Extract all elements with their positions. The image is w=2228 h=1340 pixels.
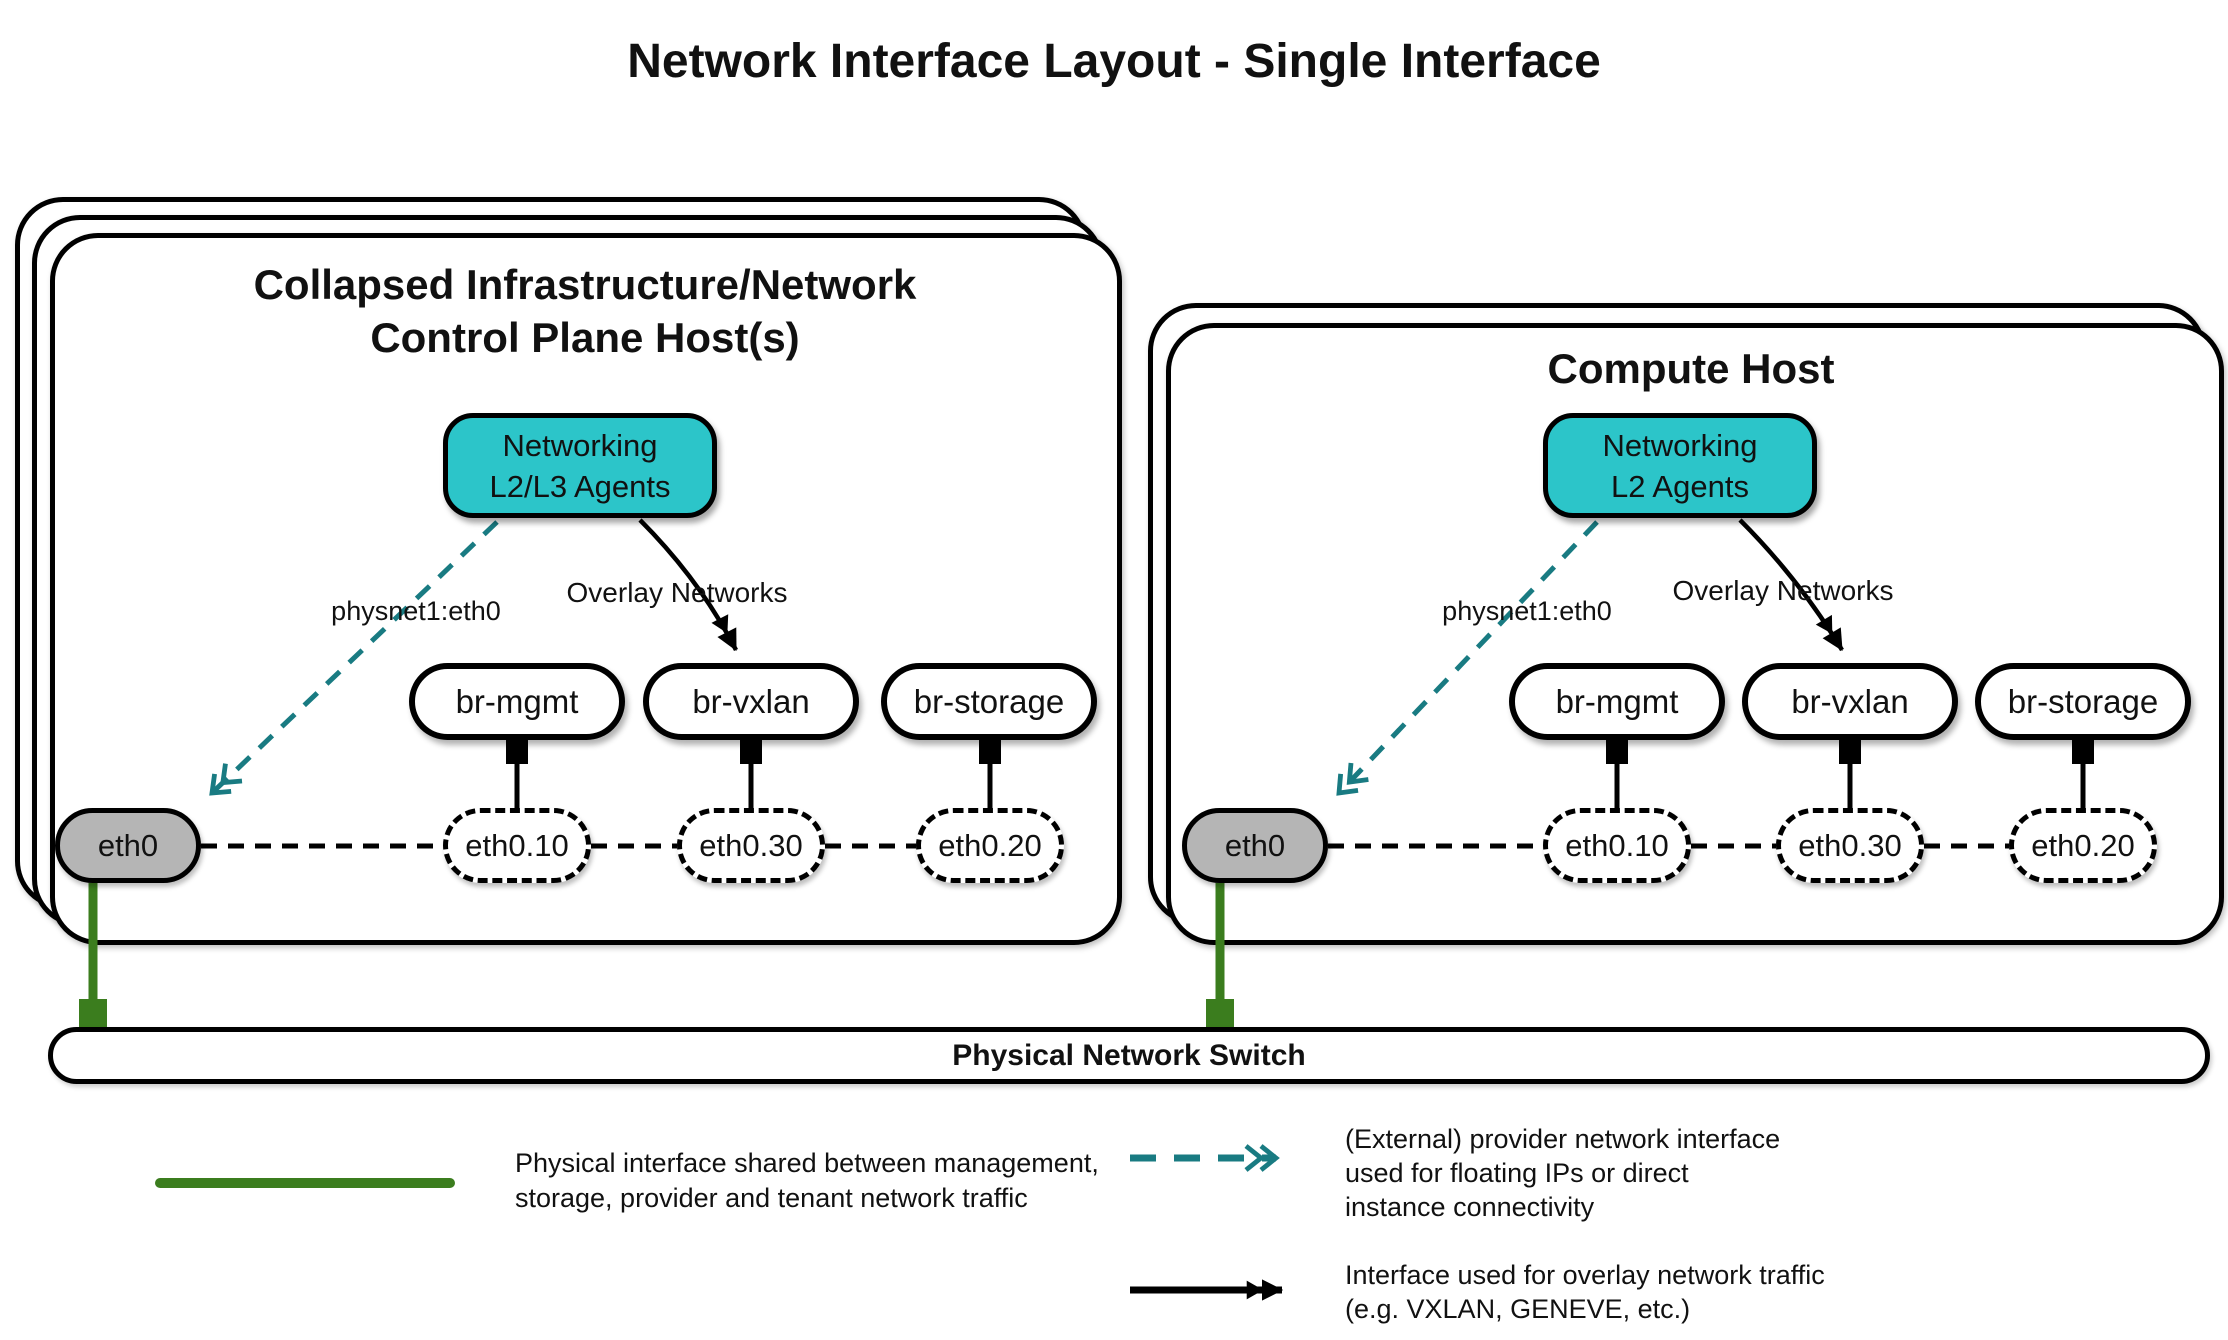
interface-node-eth0-30-left: eth0.30 (677, 808, 825, 883)
bridge-node-br-mgmt-right: br-mgmt (1509, 663, 1725, 740)
agent-label-line2: L2/L3 Agents (489, 468, 671, 504)
physical-uplinks (79, 883, 1234, 1027)
interface-node-eth0-30-right: eth0.30 (1776, 808, 1924, 883)
legend-overlay-line1: Interface used for overlay network traff… (1345, 1260, 1825, 1290)
compute-host-title-line1: Compute Host (1547, 345, 1835, 392)
compute-host-title: Compute Host (1266, 342, 2116, 395)
control-plane-host-title-line2: Control Plane Host(s) (370, 314, 800, 361)
agent-label-line2: L2 Agents (1611, 468, 1749, 504)
provider-arrow-label-right: physnet1:eth0 (1442, 596, 1612, 626)
provider-arrow-label-left: physnet1:eth0 (331, 596, 501, 626)
networking-agents-node-right: Networking L2 Agents (1543, 413, 1817, 518)
control-plane-host-title: Collapsed Infrastructure/Network Control… (120, 258, 1050, 364)
overlay-arrow-label-right: Overlay Networks (1672, 575, 1894, 606)
provider-arrow-right (1336, 520, 1599, 796)
overlay-arrow-left (638, 518, 739, 652)
legend-physical-text: Physical interface shared between manage… (515, 1146, 1099, 1216)
interface-node-eth0-10-left: eth0.10 (443, 808, 591, 883)
bridge-node-br-storage-left: br-storage (881, 663, 1097, 740)
legend-provider-line2: used for floating IPs or direct (1345, 1158, 1689, 1188)
interface-node-eth0-10-right: eth0.10 (1543, 808, 1691, 883)
legend-physical-line2: storage, provider and tenant network tra… (515, 1183, 1028, 1213)
interface-node-eth0-20-right: eth0.20 (2009, 808, 2157, 883)
legend-provider-line1: (External) provider network interface (1345, 1124, 1781, 1154)
interface-node-eth0-20-left: eth0.20 (916, 808, 1064, 883)
bridge-node-br-mgmt-left: br-mgmt (409, 663, 625, 740)
physical-network-switch-label: Physical Network Switch (952, 1038, 1306, 1072)
bridge-node-br-storage-right: br-storage (1975, 663, 2191, 740)
control-plane-host-title-line1: Collapsed Infrastructure/Network (253, 261, 917, 308)
physical-network-switch: Physical Network Switch (48, 1027, 2210, 1084)
legend-overlay-text: Interface used for overlay network traff… (1345, 1258, 1825, 1326)
interface-node-eth0-left: eth0 (55, 808, 201, 883)
agent-label-line1: Networking (1602, 427, 1758, 463)
bridge-node-br-vxlan-left: br-vxlan (643, 663, 859, 740)
overlay-arrow-label-left: Overlay Networks (566, 577, 788, 608)
overlay-arrow-right (1738, 518, 1844, 652)
bridge-node-br-vxlan-right: br-vxlan (1742, 663, 1958, 740)
networking-agents-node-left: Networking L2/L3 Agents (443, 413, 717, 518)
bridge-port-links (506, 740, 2094, 812)
legend-provider-line3: instance connectivity (1345, 1192, 1595, 1222)
page-title: Network Interface Layout - Single Interf… (627, 35, 1601, 88)
provider-arrow-left (209, 520, 499, 796)
agent-label-line1: Networking (502, 427, 658, 463)
interface-node-eth0-right: eth0 (1182, 808, 1328, 883)
legend-physical-line1: Physical interface shared between manage… (515, 1148, 1099, 1178)
legend-provider-text: (External) provider network interface us… (1345, 1122, 1780, 1224)
legend-overlay-line2: (e.g. VXLAN, GENEVE, etc.) (1345, 1294, 1691, 1324)
